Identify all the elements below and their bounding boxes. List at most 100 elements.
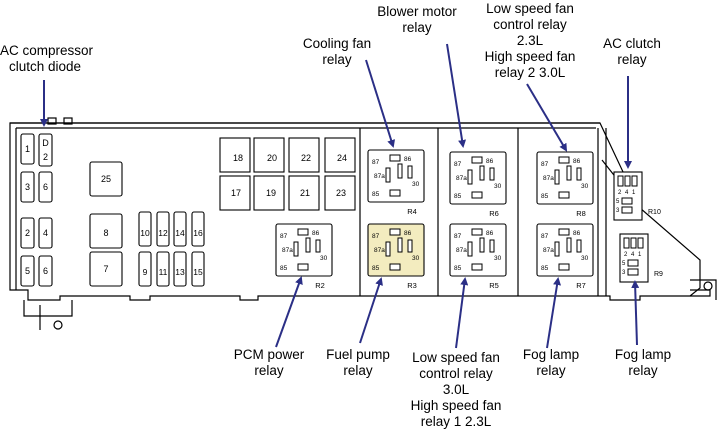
relay-name: R5	[489, 281, 499, 290]
relay-pin-slot	[389, 154, 401, 162]
relay-pin-slot	[389, 189, 401, 197]
relay-pin-slot	[471, 228, 483, 236]
relay-pin-label: 85	[454, 265, 462, 272]
fuse-label: 17	[231, 188, 241, 198]
relay-pin-label: 87	[280, 233, 288, 240]
arrow-fog-lamp-left	[546, 277, 562, 349]
fuse-label: 13	[175, 267, 185, 277]
relay-name: R6	[489, 209, 499, 218]
relay-name: R10	[648, 209, 661, 216]
relay-pin-slot	[385, 241, 391, 257]
relay-pin-label: 85	[372, 265, 380, 272]
relay-pin-label: 86	[404, 230, 412, 237]
relay-pin-label: 3	[622, 270, 626, 276]
relay-pin-slot	[471, 263, 483, 271]
relay-pin-label: 85	[372, 191, 380, 198]
relay-pin-slot	[471, 191, 483, 199]
fuse-label: 23	[336, 188, 346, 198]
fuse-column-2	[38, 133, 53, 287]
relay-pin-slot	[576, 239, 582, 253]
relay-pin-slot	[627, 268, 639, 276]
relay-pin-label: 30	[320, 255, 328, 262]
relay-pin-slot	[558, 191, 570, 199]
relay-pin-label: 30	[412, 181, 420, 188]
arrow-fog-lamp-right	[631, 280, 640, 346]
relay-pin-slot	[297, 263, 309, 271]
fuse-label: 19	[266, 188, 276, 198]
relay-body	[367, 149, 425, 203]
relay-pin-slot	[479, 165, 485, 181]
relay-pin-slot	[623, 237, 630, 249]
arrow-cooling-fan	[365, 59, 396, 148]
fuse-grid	[219, 137, 356, 211]
maxi-fuses	[89, 161, 123, 287]
fuse-label: 16	[193, 228, 203, 238]
arrow-low-fan-23	[526, 83, 568, 152]
relay-pin-label: 87	[541, 233, 549, 240]
relay-pin-slot	[624, 175, 631, 187]
relay-name: R7	[576, 281, 586, 290]
fuse-label: 8	[103, 228, 108, 238]
relay-pin-slot	[489, 167, 495, 181]
fuse-label: 21	[300, 188, 310, 198]
mini-fuses	[138, 211, 205, 287]
relay-pin-label: 3	[616, 208, 620, 214]
relay-body	[449, 223, 507, 277]
relay-pin-label: 5	[622, 261, 626, 267]
fuse-label: 9	[143, 267, 148, 277]
fuse-label: 6	[43, 266, 48, 276]
relay-pin-slot	[576, 167, 582, 181]
relay-pin-label: 30	[581, 255, 589, 262]
relay-body	[536, 223, 594, 277]
fuse-label: 5	[25, 266, 30, 276]
fuse-label: 14	[175, 228, 185, 238]
relay-pin-slot	[630, 237, 637, 249]
relay-pin-slot	[305, 237, 311, 253]
relay-pin-label: 30	[494, 183, 502, 190]
arrow-fuel-pump	[359, 277, 383, 344]
relay-pin-label: 86	[573, 230, 581, 237]
fuse-label: 18	[233, 153, 243, 163]
fuse-label: 10	[140, 228, 150, 238]
relay-pin-label: 86	[486, 158, 494, 165]
relay-pin-slot	[479, 237, 485, 253]
relay-pin-slot	[627, 259, 639, 267]
relay-pin-label: 4	[631, 252, 635, 258]
fuse-label: 22	[301, 153, 311, 163]
relay-name: R4	[407, 207, 417, 216]
fuse-label: 11	[159, 267, 168, 277]
arrow-low-fan-30	[455, 277, 469, 349]
callout-arrows	[40, 43, 640, 349]
relay-pin-label: 1	[638, 252, 642, 258]
fuse-label: 25	[101, 174, 111, 184]
fuse-column-1	[20, 133, 35, 287]
fuse-label: 6	[43, 182, 48, 192]
relay-pin-label: 5	[616, 199, 620, 205]
relay-name: R2	[315, 281, 325, 290]
relay-pin-slot	[315, 239, 321, 253]
relay-pin-slot	[554, 241, 560, 257]
relay-pin-slot	[566, 237, 572, 253]
arrow-blower	[446, 43, 467, 148]
relay-pin-label: 2	[624, 252, 628, 258]
relay-pin-slot	[407, 239, 413, 253]
relay-pin-label: 85	[454, 193, 462, 200]
fuse-label: 7	[103, 264, 108, 274]
relay-pin-label: 87a	[456, 175, 467, 182]
fuse-label: 12	[158, 228, 168, 238]
fuse-label: 24	[337, 153, 347, 163]
relay-pin-slot	[558, 156, 570, 164]
relay-pin-label: 87a	[374, 173, 385, 180]
relay-body	[449, 151, 507, 205]
